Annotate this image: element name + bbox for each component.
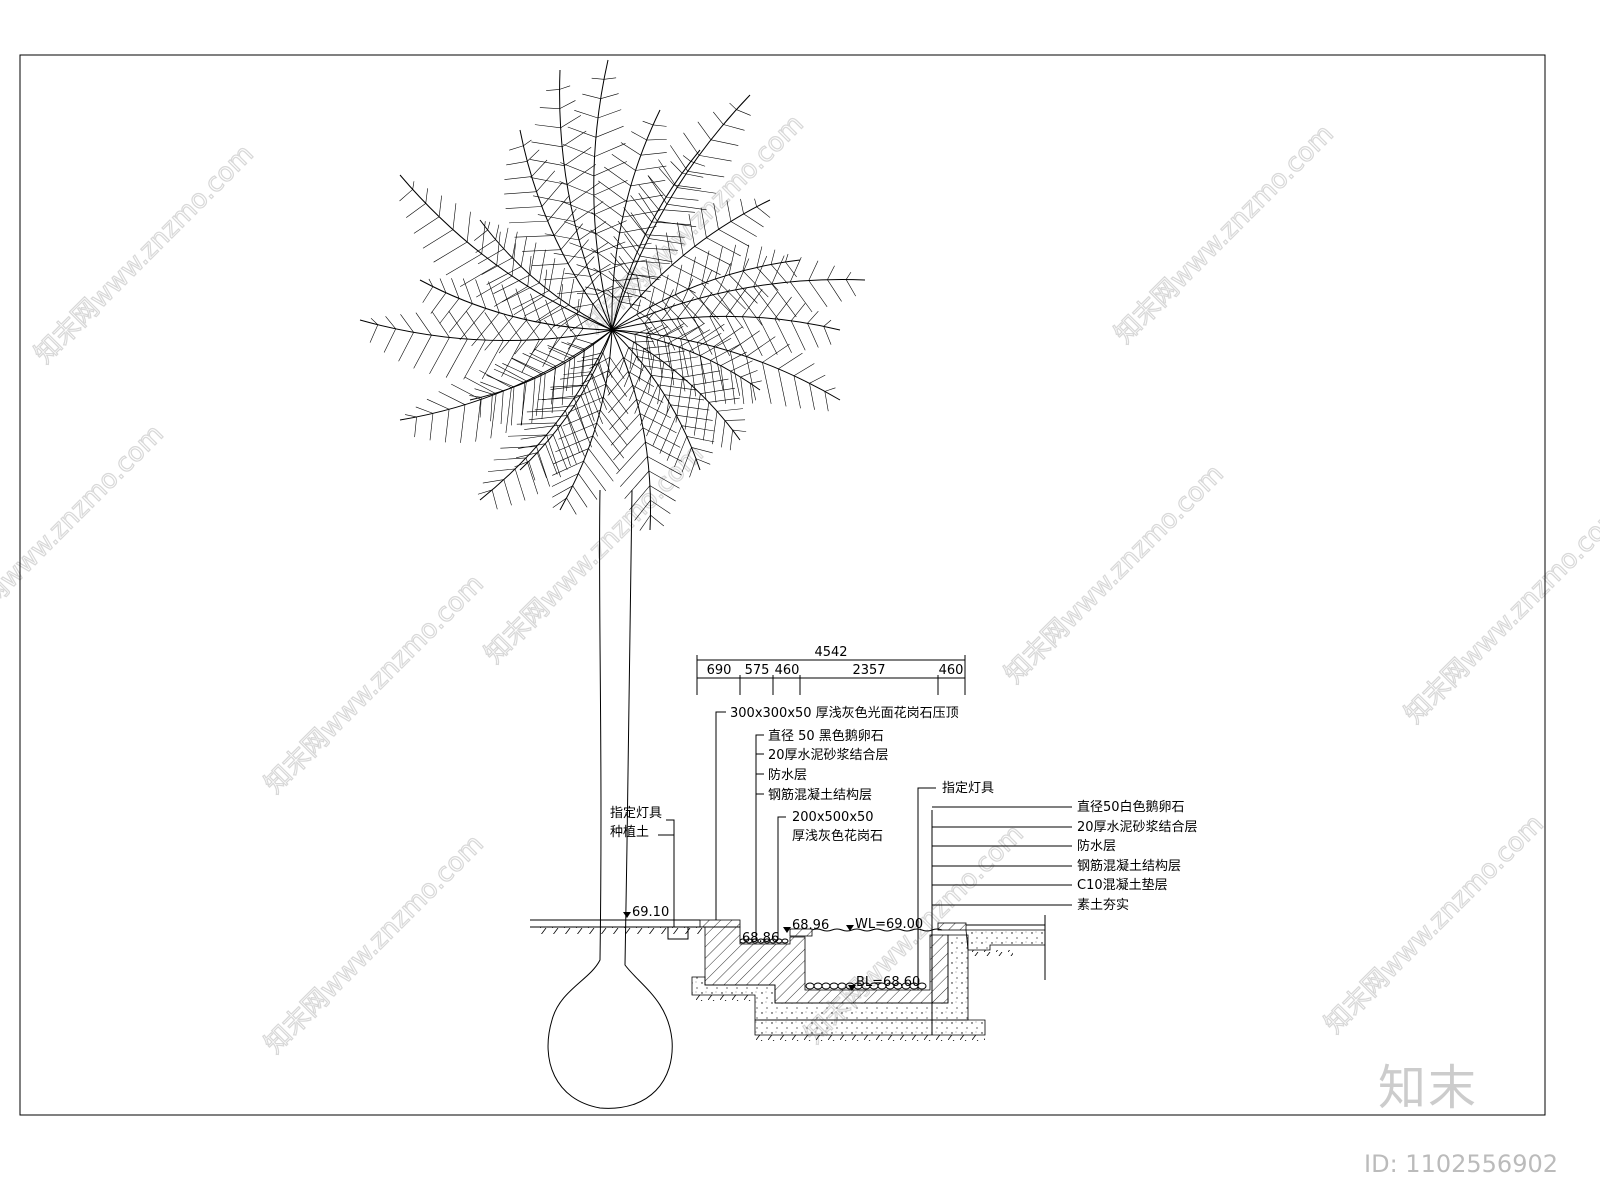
label-right-layer: C10混凝土垫层 xyxy=(1077,877,1168,893)
label-light-right: 指定灯具 xyxy=(942,781,994,796)
label-granite: 厚浅灰色花岗石 xyxy=(792,828,883,844)
elevation-markers: 69.10 68.86 68.96 WL=69.00 BL=68.60 xyxy=(623,905,923,991)
coping-left xyxy=(699,919,741,928)
watermark-text: 知末网www.znzmo.com xyxy=(1109,119,1340,350)
elevation-edge: 68.96 xyxy=(792,918,829,933)
watermark-text: 知末网www.znzmo.com xyxy=(999,459,1230,690)
palm-trunk xyxy=(547,489,673,1109)
watermark-text: 知末网www.znzmo.com xyxy=(1319,809,1550,1040)
leader-lines xyxy=(658,711,1072,1035)
label-right-layer: 防水层 xyxy=(1077,838,1116,854)
coping-right xyxy=(937,922,967,931)
label-soil: 种植土 xyxy=(610,825,649,840)
elevation-step: 68.86 xyxy=(742,931,779,946)
ground-section xyxy=(530,915,1046,1041)
elevation-water: WL=69.00 xyxy=(855,917,923,932)
logo: 知末 xyxy=(1378,1060,1479,1116)
palm-tree xyxy=(359,59,866,1109)
palm-fronds xyxy=(359,59,866,531)
label-left-layer: 直径 50 黑色鹅卵石 xyxy=(768,728,884,744)
watermark-text: 知末网www.znzmo.com xyxy=(0,419,170,650)
elevation-ground: 69.10 xyxy=(632,905,669,920)
watermark-text: 知末网www.znzmo.com xyxy=(259,829,490,1060)
dim-segment: 690 xyxy=(707,663,732,678)
label-granite-size: 200x500x50 xyxy=(792,810,874,825)
watermark-text: 知末网www.znzmo.com xyxy=(579,109,810,340)
dim-segment: 460 xyxy=(775,663,800,678)
dim-total: 4542 xyxy=(814,645,847,660)
pebbles xyxy=(739,938,927,990)
palm-frond xyxy=(399,329,613,421)
label-right-layer: 20厚水泥砂浆结合层 xyxy=(1077,820,1198,835)
watermark-text: 知末网www.znzmo.com xyxy=(29,139,260,370)
label-left-layer: 20厚水泥砂浆结合层 xyxy=(768,748,889,763)
label-light-left: 指定灯具 xyxy=(610,806,662,821)
dim-segment: 460 xyxy=(939,663,964,678)
label-right-layer: 钢筋混凝土结构层 xyxy=(1077,858,1181,874)
image-id: ID: 1102556902 xyxy=(1364,1150,1558,1178)
palm-frond xyxy=(611,315,841,331)
label-right-layer: 直径50白色鹅卵石 xyxy=(1077,799,1185,815)
palm-frond xyxy=(559,69,613,331)
dim-segment: 2357 xyxy=(852,663,885,678)
watermark-text: 知末网www.znzmo.com xyxy=(479,439,710,670)
label-left-layer: 钢筋混凝土结构层 xyxy=(768,787,872,803)
label-right-layer: 素土夯实 xyxy=(1077,898,1129,913)
elevation-bottom: BL=68.60 xyxy=(856,975,920,990)
watermark-text: 知末网www.znzmo.com xyxy=(259,569,490,800)
dimension-line: 4542 690 575 460 2357 460 xyxy=(696,645,966,695)
drawing-border xyxy=(19,54,1546,1116)
watermark-text: 知末网www.znzmo.com xyxy=(1399,499,1600,730)
label-left-layer: 防水层 xyxy=(768,767,807,783)
label-coping: 300x300x50 厚浅灰色光面花岗石压顶 xyxy=(730,705,959,721)
light-fixture-left xyxy=(667,926,689,940)
palm-frond xyxy=(359,319,613,342)
dim-segment: 575 xyxy=(745,663,770,678)
